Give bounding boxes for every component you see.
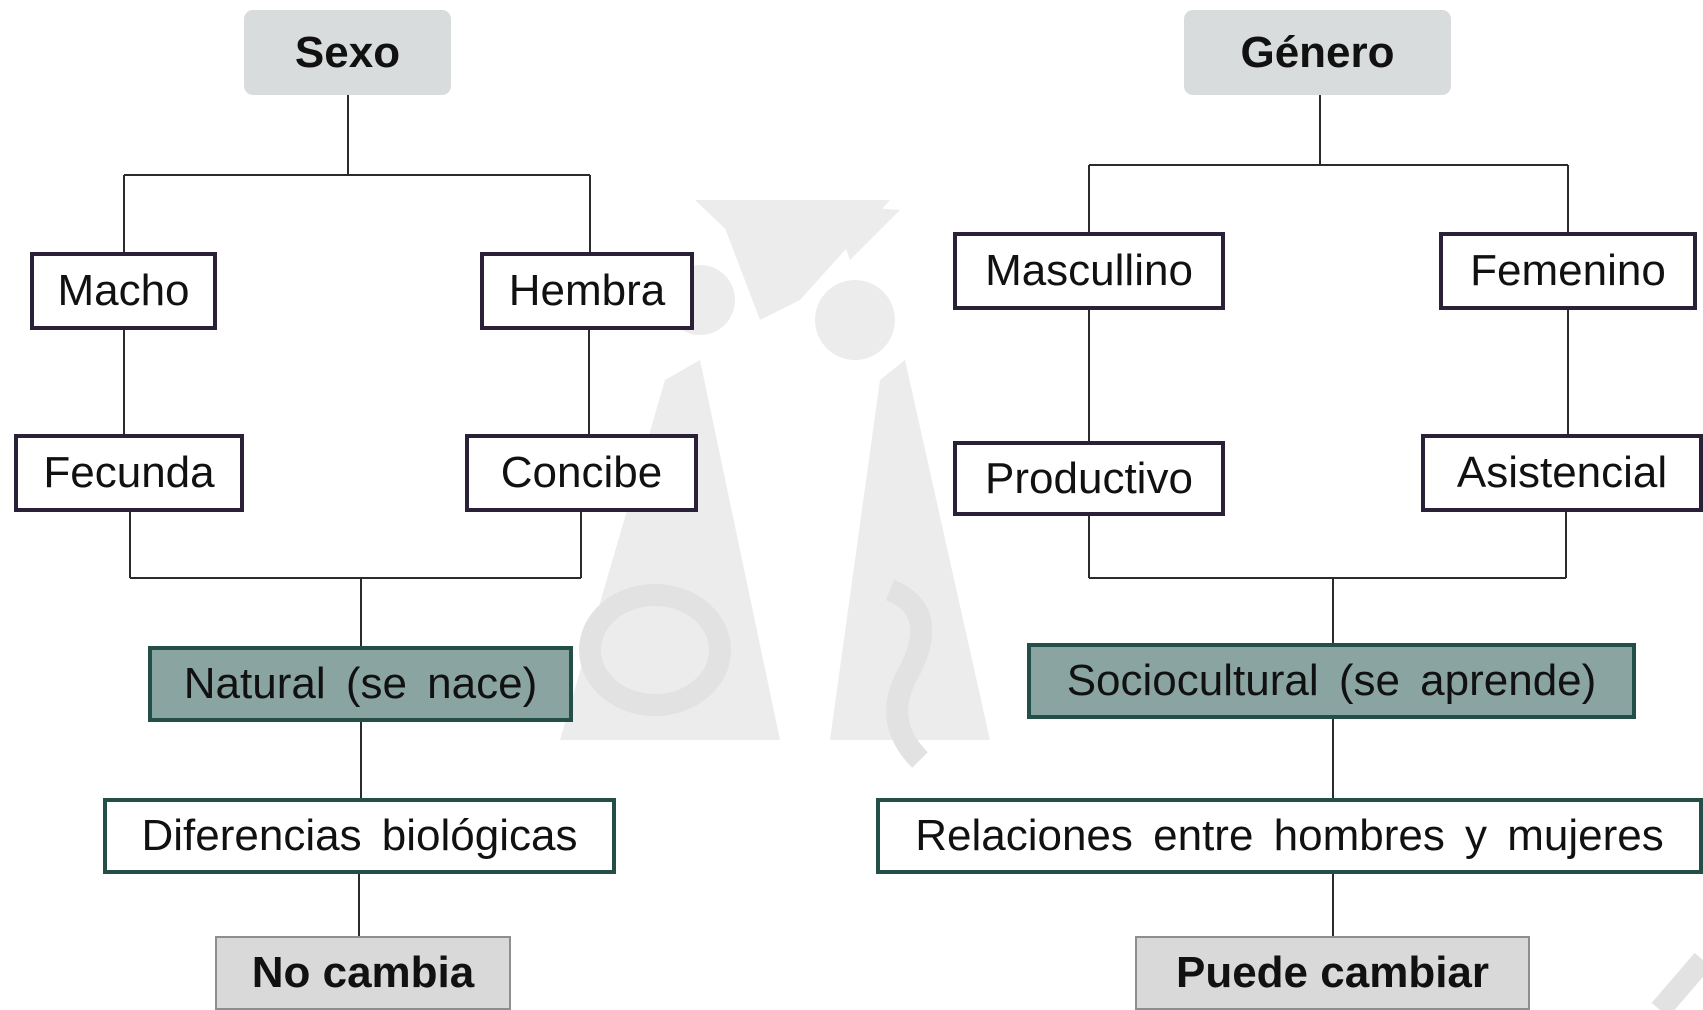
asistencial-box: Asistencial xyxy=(1421,434,1703,512)
concibe-box: Concibe xyxy=(465,434,698,512)
sociocultural-box: Sociocultural (se aprende) xyxy=(1027,643,1636,719)
fecunda-box: Fecunda xyxy=(14,434,244,512)
femenino-box: Femenino xyxy=(1439,232,1697,310)
masculino-box: Mascullino xyxy=(953,232,1225,310)
macho-box: Macho xyxy=(30,252,217,330)
puede-cambiar-box: Puede cambiar xyxy=(1135,936,1530,1010)
natural-box: Natural (se nace) xyxy=(148,646,573,722)
no-cambia-box: No cambia xyxy=(215,936,511,1010)
diferencias-biologicas-box: Diferencias biológicas xyxy=(103,798,616,874)
hembra-box: Hembra xyxy=(480,252,694,330)
productivo-box: Productivo xyxy=(953,441,1225,516)
genero-title: Género xyxy=(1184,10,1451,95)
relaciones-box: Relaciones entre hombres y mujeres xyxy=(876,798,1703,874)
sexo-title: Sexo xyxy=(244,10,451,95)
